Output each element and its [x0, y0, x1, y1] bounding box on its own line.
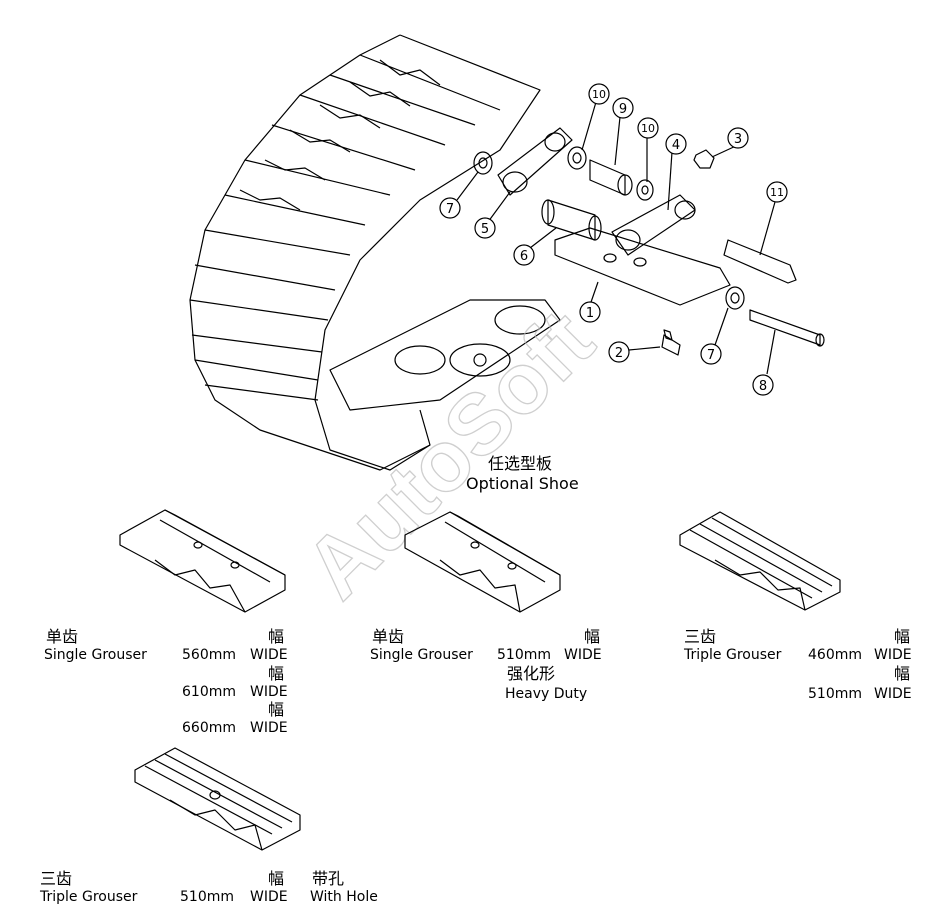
- triple-grouser-shoe-illustration: [679, 511, 841, 611]
- single-grouser-shoe-illustration: [119, 509, 286, 613]
- callout-7b: 7: [700, 343, 722, 365]
- optional-shoe-title-zh: 任选型板: [488, 454, 553, 473]
- width-zh: 幅: [894, 664, 911, 683]
- svg-text:9: 9: [619, 102, 627, 117]
- shoe-type-zh: 单齿: [372, 627, 405, 646]
- shoe-type-en: Triple Grouser: [40, 889, 138, 905]
- width-size: 510mm: [808, 686, 862, 702]
- note-en: Heavy Duty: [505, 686, 588, 702]
- heavy-duty-shoe-illustration: [404, 511, 561, 613]
- svg-text:10: 10: [641, 122, 655, 135]
- callout-3: 3: [727, 127, 749, 149]
- leader-lines: [456, 101, 776, 375]
- width-size: 660mm: [182, 720, 236, 736]
- width-wide: WIDE: [874, 647, 912, 663]
- shoe-type-en: Single Grouser: [370, 647, 473, 663]
- callout-6: 6: [513, 244, 535, 266]
- shoe-type-zh: 三齿: [684, 627, 717, 646]
- shoe-type-en: Triple Grouser: [684, 647, 782, 663]
- callout-10a: 10: [588, 83, 610, 105]
- width-size: 610mm: [182, 684, 236, 700]
- shoe-type-zh: 三齿: [40, 869, 73, 888]
- callout-11: 11: [766, 181, 788, 203]
- shoe-type-zh: 单齿: [46, 627, 79, 646]
- width-size: 460mm: [808, 647, 862, 663]
- svg-text:8: 8: [759, 379, 767, 394]
- svg-text:4: 4: [672, 138, 680, 153]
- width-zh: 幅: [268, 627, 285, 646]
- width-wide: WIDE: [564, 647, 602, 663]
- width-wide: WIDE: [250, 647, 288, 663]
- callout-numbers: 1 2 3 4 5 6 7 7 8 9 10 10 11: [439, 83, 788, 396]
- note-zh: 带孔: [312, 869, 345, 888]
- width-wide: WIDE: [250, 684, 288, 700]
- optional-shoe-title-en: Optional Shoe: [466, 474, 579, 493]
- note-en: With Hole: [310, 889, 378, 905]
- watermark: AutoSoft: [287, 292, 612, 617]
- callout-8: 8: [752, 374, 774, 396]
- track-chain-illustration: [189, 34, 561, 471]
- callout-10b: 10: [637, 117, 659, 139]
- exploded-parts: [473, 127, 825, 356]
- callout-1: 1: [579, 301, 601, 323]
- width-size: 510mm: [180, 889, 234, 905]
- svg-text:5: 5: [481, 222, 489, 237]
- shoe-type-en: Single Grouser: [44, 647, 147, 663]
- svg-text:7: 7: [446, 202, 454, 217]
- callout-2: 2: [608, 341, 630, 363]
- width-zh: 幅: [268, 700, 285, 719]
- width-wide: WIDE: [250, 720, 288, 736]
- width-zh: 幅: [268, 869, 285, 888]
- width-wide: WIDE: [874, 686, 912, 702]
- width-zh: 幅: [268, 664, 285, 683]
- svg-text:2: 2: [615, 346, 623, 361]
- width-wide: WIDE: [250, 889, 288, 905]
- triple-grouser-with-hole-shoe-illustration: [134, 747, 301, 851]
- width-zh: 幅: [894, 627, 911, 646]
- callout-5: 5: [474, 217, 496, 239]
- width-size: 560mm: [182, 647, 236, 663]
- callout-7a: 7: [439, 197, 461, 219]
- svg-text:11: 11: [770, 186, 784, 199]
- svg-text:3: 3: [734, 132, 742, 147]
- callout-9: 9: [612, 97, 634, 119]
- width-size: 510mm: [497, 647, 551, 663]
- svg-text:7: 7: [707, 348, 715, 363]
- note-zh: 强化形: [507, 664, 556, 683]
- svg-text:10: 10: [592, 88, 606, 101]
- svg-text:1: 1: [586, 306, 594, 321]
- width-zh: 幅: [584, 627, 601, 646]
- callout-4: 4: [665, 133, 687, 155]
- svg-text:6: 6: [520, 249, 528, 264]
